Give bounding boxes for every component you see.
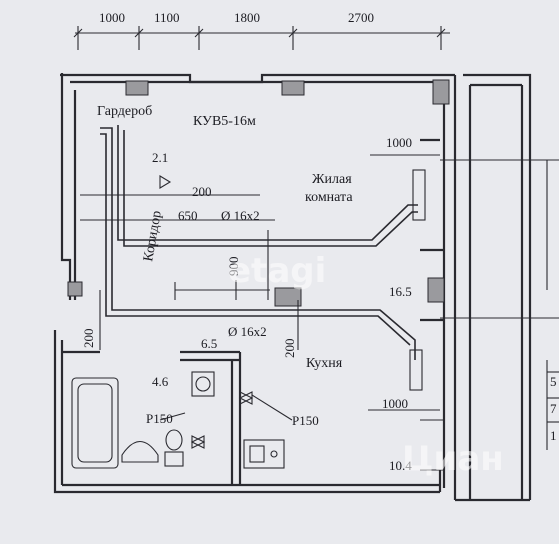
- toilet: [164, 429, 184, 467]
- dim-200-a: 200: [192, 184, 212, 199]
- room-wardrobe-label: Гардероб: [97, 104, 152, 119]
- room-living-label-line1: Жилая: [312, 172, 352, 187]
- bathtub: [71, 377, 119, 469]
- partitions: [62, 138, 444, 485]
- washing-machine: [191, 371, 215, 397]
- area-kitchen: 10.4: [389, 458, 412, 473]
- area-wardrobe-small: 6.5: [201, 336, 217, 351]
- area-bath: 4.6: [152, 374, 169, 389]
- side-number-1: 5: [550, 374, 557, 389]
- dim-top-1800: 1800: [234, 10, 260, 25]
- area-living: 16.5: [389, 284, 412, 299]
- dim-top-2700: 2700: [348, 10, 374, 25]
- dim-2-1: 2.1: [152, 150, 168, 165]
- p150-label-1: P150: [146, 411, 173, 426]
- valve-symbols: [159, 175, 254, 449]
- pipe-label-2: Ø 16x2: [228, 324, 267, 339]
- watermark-top: etagi: [228, 251, 326, 291]
- room-kitchen-label: Кухня: [306, 356, 343, 371]
- kuv-label: КУВ5-16м: [193, 114, 256, 129]
- side-number-2: 7: [550, 401, 557, 416]
- dim-200-b: 200: [282, 339, 297, 359]
- inner-dimension-lines: [80, 154, 559, 421]
- dim-1000-top: 1000: [386, 135, 412, 150]
- top-dimension-line: [73, 26, 450, 50]
- right-side-table: [546, 160, 559, 450]
- kitchen-sink: [243, 439, 285, 469]
- p150-label-2: P150: [292, 413, 319, 428]
- pipe-label-1: Ø 16x2: [221, 208, 260, 223]
- watermark-bottom: Циан: [402, 439, 504, 479]
- side-number-3: 1: [550, 428, 557, 443]
- dim-200-c: 200: [81, 329, 96, 349]
- dim-top-1100: 1100: [154, 10, 180, 25]
- washbasin: [121, 440, 159, 463]
- dim-top-1000: 1000: [99, 10, 125, 25]
- dim-900: 900: [226, 257, 241, 277]
- heating-pipes: [100, 125, 426, 391]
- room-living-label-line2: комната: [305, 190, 353, 205]
- dim-650: 650: [178, 208, 198, 223]
- room-corridor-label: Коридор: [141, 210, 165, 263]
- dim-1000-bottom: 1000: [382, 396, 408, 411]
- hatched-columns: [67, 79, 450, 307]
